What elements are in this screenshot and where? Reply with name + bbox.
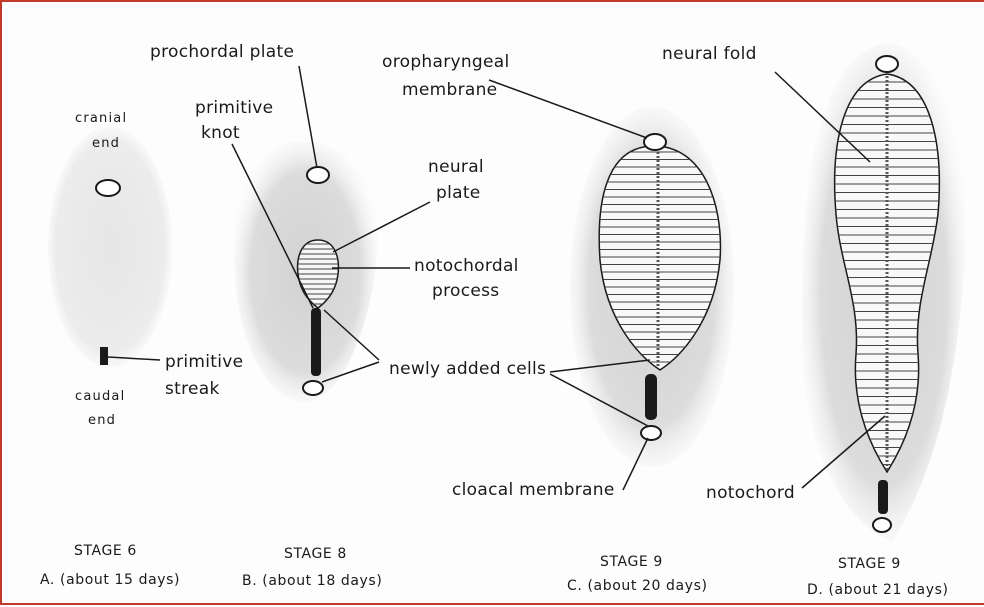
embryo-c-primitive-streak — [645, 374, 657, 420]
caption-d-stage: STAGE 9 — [838, 556, 901, 572]
captions: STAGE 6 A. (about 15 days) STAGE 8 B. (a… — [40, 543, 949, 598]
embryo-b-prochordal-circle — [307, 167, 329, 183]
embryo-b-primitive-streak — [311, 308, 321, 376]
label-caudal: caudal — [75, 389, 125, 404]
embryo-a-cranial-circle — [96, 180, 120, 196]
label-primitive-knot-2: knot — [201, 123, 240, 143]
label-oropharyngeal-2: membrane — [402, 80, 497, 100]
embryo-d-primitive-streak — [878, 480, 888, 514]
caption-a-stage: STAGE 6 — [74, 543, 137, 559]
embryo-c — [570, 107, 734, 467]
leader-oropharyngeal — [489, 80, 647, 138]
label-neural-plate-1: neural — [428, 157, 484, 177]
label-caudal-end: end — [88, 413, 116, 428]
embryo-b-cloacal-circle — [303, 381, 323, 395]
caption-b-age: B. (about 18 days) — [242, 573, 382, 589]
label-neural-fold: neural fold — [662, 44, 757, 64]
embryo-a — [48, 127, 172, 367]
label-notochordal-process-2: process — [432, 281, 499, 301]
label-newly-added-cells: newly added cells — [389, 359, 546, 379]
label-primitive-streak-1: primitive — [165, 352, 243, 372]
embryo-b — [234, 142, 377, 402]
label-cranial: cranial — [75, 111, 127, 126]
caption-c-stage: STAGE 9 — [600, 554, 663, 570]
embryo-d-oropharyngeal-circle — [876, 56, 898, 72]
label-prochordal-plate: prochordal plate — [150, 42, 294, 62]
label-notochordal-process-1: notochordal — [414, 256, 519, 276]
caption-b-stage: STAGE 8 — [284, 546, 347, 562]
embryo-a-primitive-streak — [100, 347, 108, 365]
label-primitive-streak-2: streak — [165, 379, 220, 399]
label-cloacal-membrane: cloacal membrane — [452, 480, 615, 500]
embryo-a-disc — [48, 127, 172, 367]
label-oropharyngeal-1: oropharyngeal — [382, 52, 510, 72]
embryo-c-cloacal-circle — [641, 426, 661, 440]
caption-d-age: D. (about 21 days) — [807, 582, 949, 598]
label-neural-plate-2: plate — [436, 183, 481, 203]
caption-c-age: C. (about 20 days) — [567, 578, 708, 594]
embryo-d-cloacal-circle — [873, 518, 891, 532]
label-cranial-end: end — [92, 136, 120, 151]
label-notochord: notochord — [706, 483, 795, 503]
embryo-c-oropharyngeal-circle — [644, 134, 666, 150]
label-primitive-knot-1: primitive — [195, 98, 273, 118]
caption-a-age: A. (about 15 days) — [40, 572, 180, 588]
